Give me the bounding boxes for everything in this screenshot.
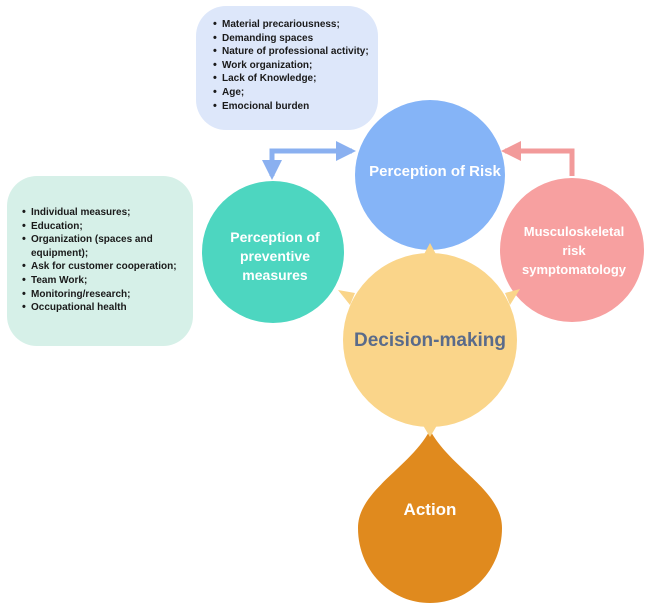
preventive-risk-arrow xyxy=(262,141,356,180)
risk-factor-item: Lack of Knowledge; xyxy=(213,72,378,86)
msk-node xyxy=(500,178,644,322)
measure-item: Individual measures; xyxy=(22,206,193,220)
preventive-measures-box: Individual measures; Education; Organiza… xyxy=(7,176,193,346)
decision-node xyxy=(338,243,520,437)
action-node-label: Action xyxy=(403,500,457,519)
measure-item: Education; xyxy=(22,220,193,234)
measure-item: Ask for customer cooperation; xyxy=(22,260,193,274)
risk-node-label: Perception of Risk xyxy=(369,163,501,180)
risk-factor-item: Nature of professional activity; xyxy=(213,45,378,59)
risk-factors-list: Material precariousness; Demanding space… xyxy=(208,18,378,113)
action-node xyxy=(358,430,502,603)
preventive-node-label: Perception of preventive measures xyxy=(230,229,320,283)
risk-factor-item: Work organization; xyxy=(213,59,378,73)
msk-node-label: Musculoskeletal risk symptomatology xyxy=(521,224,626,277)
measure-item: Organization (spaces and equipment); xyxy=(22,233,193,260)
preventive-node xyxy=(202,181,344,323)
risk-factors-box: Material precariousness; Demanding space… xyxy=(196,6,378,130)
measure-item: Team Work; xyxy=(22,274,193,288)
risk-factor-item: Age; xyxy=(213,86,378,100)
measure-item: Occupational health xyxy=(22,301,193,315)
decision-node-label: Decision-making xyxy=(353,330,507,351)
measure-item: Monitoring/research; xyxy=(22,288,193,302)
preventive-measures-list: Individual measures; Education; Organiza… xyxy=(17,206,193,315)
risk-node xyxy=(355,100,505,250)
risk-factor-item: Emocional burden xyxy=(213,100,378,114)
msk-risk-arrow xyxy=(501,141,575,176)
risk-factor-item: Material precariousness; xyxy=(213,18,378,32)
risk-factor-item: Demanding spaces xyxy=(213,32,378,46)
